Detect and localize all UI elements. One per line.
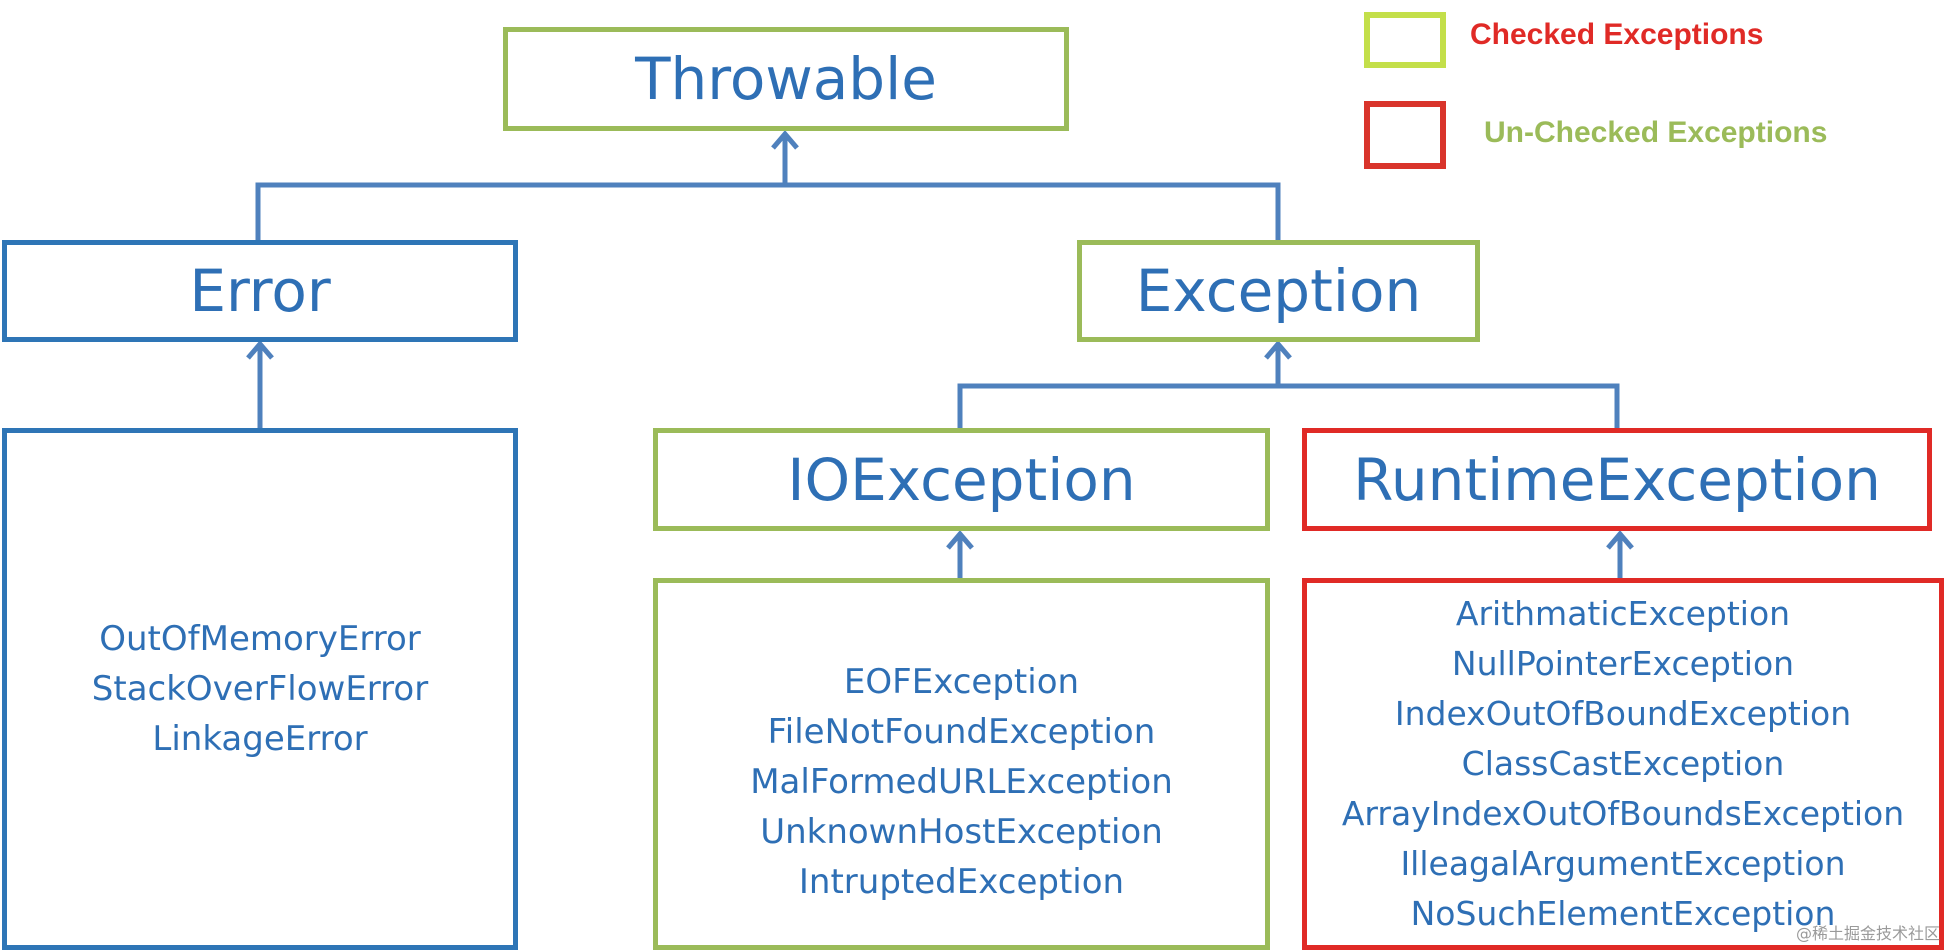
legend-unchecked-label: Un-Checked Exceptions: [1484, 116, 1828, 149]
runtime-subclasses-box: ArithmaticException NullPointerException…: [1302, 578, 1944, 950]
arrowhead-throwable: [771, 130, 799, 150]
node-error: Error: [2, 240, 518, 342]
list-item: FileNotFoundException: [767, 712, 1156, 752]
list-item: IlleagalArgumentException: [1400, 844, 1846, 883]
node-io-exception: IOException: [653, 428, 1270, 531]
arrowhead-runtime: [1606, 530, 1634, 550]
arrowhead-exception: [1264, 340, 1292, 360]
node-runtime-exception: RuntimeException: [1302, 428, 1932, 531]
node-exception: Exception: [1077, 240, 1480, 342]
legend-swatch-red: [1364, 101, 1446, 169]
list-item: IntruptedException: [798, 862, 1125, 902]
legend-checked-label: Checked Exceptions: [1470, 18, 1764, 51]
watermark: @稀土掘金技术社区: [1795, 924, 1940, 943]
list-item: NoSuchElementException: [1410, 894, 1836, 933]
runtime-subclasses-list: ArithmaticException NullPointerException…: [1342, 589, 1904, 939]
arrowhead-error: [246, 340, 274, 360]
legend-swatch-green: [1364, 12, 1446, 68]
node-throwable-label: Throwable: [635, 45, 937, 113]
list-item: NullPointerException: [1451, 644, 1795, 683]
list-item: ArrayIndexOutOfBoundsException: [1341, 794, 1905, 833]
node-error-label: Error: [189, 257, 331, 325]
node-io-exception-label: IOException: [787, 445, 1136, 514]
error-subclasses-box: OutOfMemoryError StackOverFlowError Link…: [2, 428, 518, 950]
node-throwable: Throwable: [503, 27, 1069, 131]
io-subclasses-list: EOFException FileNotFoundException MalFo…: [750, 657, 1173, 907]
connector-exception-children: [957, 383, 1620, 428]
connector-throwable-children: [255, 182, 1281, 240]
node-exception-label: Exception: [1135, 257, 1422, 325]
node-runtime-exception-label: RuntimeException: [1353, 445, 1881, 514]
list-item: OutOfMemoryError: [99, 619, 421, 659]
list-item: EOFException: [843, 662, 1080, 702]
list-item: LinkageError: [152, 719, 368, 759]
list-item: StackOverFlowError: [91, 669, 429, 709]
list-item: UnknownHostException: [760, 812, 1163, 852]
list-item: ClassCastException: [1461, 744, 1785, 783]
list-item: ArithmaticException: [1455, 594, 1791, 633]
list-item: MalFormedURLException: [750, 762, 1173, 802]
io-subclasses-box: EOFException FileNotFoundException MalFo…: [653, 578, 1270, 950]
error-subclasses-list: OutOfMemoryError StackOverFlowError Link…: [92, 614, 428, 764]
arrowhead-io: [946, 530, 974, 550]
list-item: IndexOutOfBoundException: [1394, 694, 1852, 733]
